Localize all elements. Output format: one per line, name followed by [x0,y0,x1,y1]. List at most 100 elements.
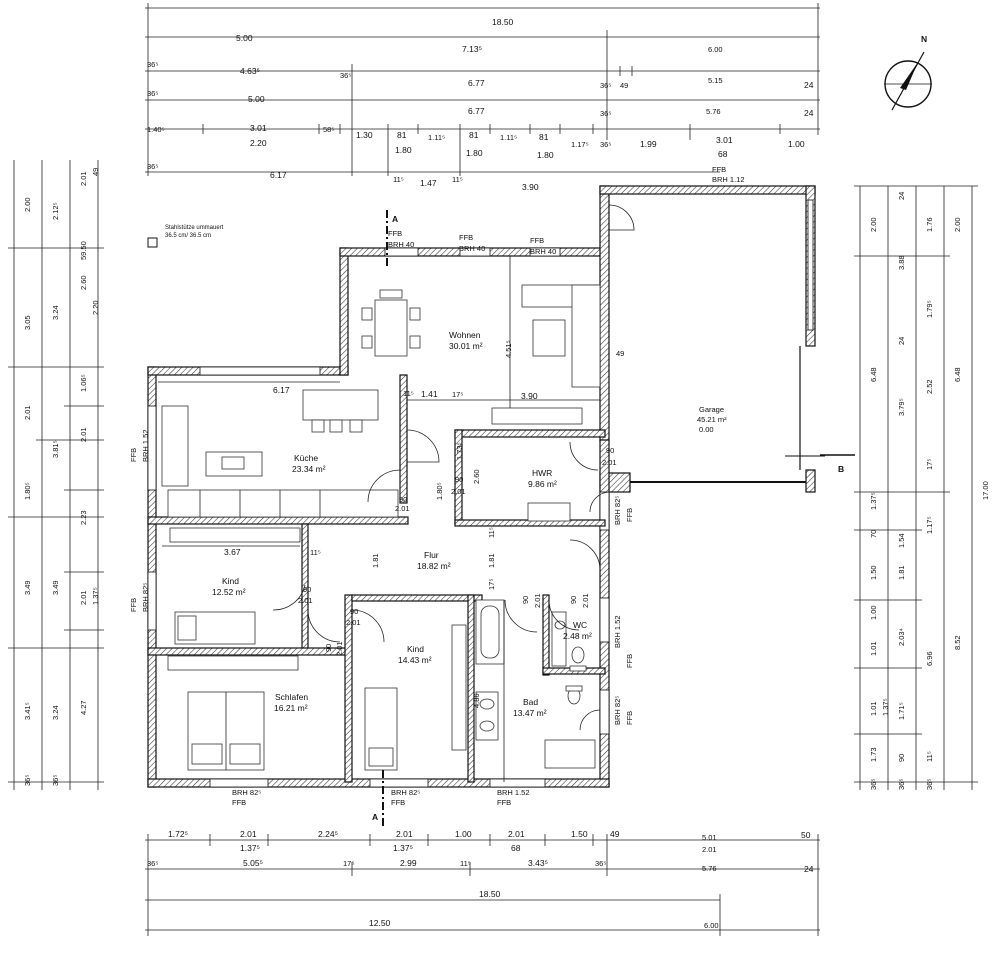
door-height: 2.01 [335,641,344,656]
dim-label: 2.01 [508,829,525,839]
inner-dim: 3.67 [224,547,241,557]
inner-dim: 3.90 [521,391,538,401]
window-label-ffb: FFB [232,798,246,807]
room-name-kueche: Küche [294,453,318,463]
dim-label: 70 [869,530,878,538]
inner-dim: 17⁵ [487,579,496,590]
door-width: 90 [303,585,311,594]
dim-label: 49 [610,829,620,839]
window-label-ffb: FFB [497,798,511,807]
dim-label: 2.03⁴ [897,628,906,646]
room-area-kind1: 12.52 m² [212,587,246,597]
door-dimensions: 90 2.01 90 2.01 90 2.01 90 2.01 90 2.01 … [298,446,617,656]
dim-label: 36⁵ [23,775,32,786]
dim-label: 11⁵ [460,859,471,868]
dim-total-depth: 17.00 [981,481,990,500]
dim-label: 3.01 [716,135,733,145]
right-dimension-chains: 2.00 6.48 1.37⁵ 70 1.50 1.00 1.01 1.01 1… [854,185,990,790]
dim-label: 24 [804,80,814,90]
room-name-garage: Garage [699,405,724,414]
dim-label: 5.00 [248,94,265,104]
dim-label: 2.01 [396,829,413,839]
door-width: 90 [521,596,530,604]
dim-label: 11⁵ [452,175,463,184]
left-dimension-chains: 2.00 3.05 2.01 1.80⁵ 3.49 3.41⁵ 36⁵ 2.12… [8,160,104,790]
dim-label: 36⁵ [897,779,906,790]
dim-label: 36⁵ [340,71,351,80]
door-width: 90 [606,446,614,455]
dim-label: 36⁵ [600,140,611,149]
dim-label: 3.43⁵ [528,858,548,868]
dim-label: 59.50 [79,241,88,260]
dim-label: 1.76 [925,217,934,232]
inner-dim: 17⁵ [452,390,463,399]
dim-label: 3.01 [250,123,267,133]
dim-label: 2.52 [925,379,934,394]
dim-label: 1.37⁵ [393,843,413,853]
dim-label: 2.01 [79,590,88,605]
inner-dim: 11⁵ [403,389,414,398]
top-dimension-chains: 18.50 5.00 7.13⁵ 6.00 36⁵ 4.63⁵ 36⁵ 6.77… [145,3,820,192]
dim-label: 1.17⁵ [925,516,934,534]
dim-label: 1.37⁵ [91,587,100,605]
dim-label: 2.01 [23,405,32,420]
dim-label: 1.40⁵ [147,125,165,134]
dim-label: 1.11⁵ [500,133,517,142]
room-name-bad: Bad [523,697,538,707]
room-name-schlafen: Schlafen [275,692,308,702]
dim-label: 1.00 [869,605,878,620]
dim-label: 6.96 [925,651,934,666]
walls [147,185,816,788]
dim-label: 5.05⁵ [243,858,263,868]
dim-label: 36⁵ [147,60,158,69]
garage-door [630,346,825,483]
inner-dim: 1.81 [371,553,380,568]
dim-label: 68 [718,149,728,159]
section-marks: A A B [372,210,855,826]
dim-label: 12.50 [369,918,391,928]
dim-label: 6.00 [704,921,719,930]
dim-label: 81 [469,130,479,140]
window-label-brh: BRH 1.12 [712,175,745,184]
inner-dim: 6.17 [273,385,290,395]
dim-label: 7.13⁵ [462,44,482,54]
dim-label: 3.05 [23,315,32,330]
dim-label: 4.63⁵ [240,66,260,76]
room-area-wohnen: 30.01 m² [449,341,483,351]
dim-label: 3.88 [897,255,906,270]
door-height: 2.01 [298,596,313,605]
dim-label: 2.99 [400,858,417,868]
dim-label: 36⁵ [925,779,934,790]
dim-label: 1.00 [455,829,472,839]
room-name-hwr: HWR [532,468,552,478]
window-label-ffb: FFB [129,448,138,462]
dim-label: 90 [897,754,906,762]
dim-label: 2.00 [869,217,878,232]
inner-dim: 4.86 [472,693,481,708]
inner-dim: 2.60 [472,469,481,484]
door-height: 2.01 [602,458,617,467]
dim-label: 2.20 [91,300,100,315]
room-name-flur: Flur [424,550,439,560]
inner-dim: 11⁵ [487,527,496,538]
dim-label: 8.52 [953,635,962,650]
dim-label: 24 [804,108,814,118]
door-swings [272,204,635,731]
window-label-brh: BRH 40 [388,240,414,249]
dim-label: 6.48 [869,367,878,382]
wall-west-living [339,247,349,376]
dim-label: 3.49 [51,580,60,595]
column-note-line1: Stahlstütze ummauert [165,225,224,231]
window-label-brh: BRH 82⁵ [613,696,622,725]
dim-label: 1.80 [537,150,554,160]
window-label-brh: BRH 1.52 [497,788,530,797]
door-width: 90 [569,596,578,604]
room-area-bad: 13.47 m² [513,708,547,718]
dim-label: 24 [897,337,906,345]
dim-label: 1.37⁵ [240,843,260,853]
dim-label: 11⁵ [925,751,934,762]
window-label-ffb: FFB [530,236,544,245]
dim-label: 1.79⁵ [925,300,934,318]
dim-label: 1.73 [869,747,878,762]
room-name-kind1: Kind [222,576,239,586]
